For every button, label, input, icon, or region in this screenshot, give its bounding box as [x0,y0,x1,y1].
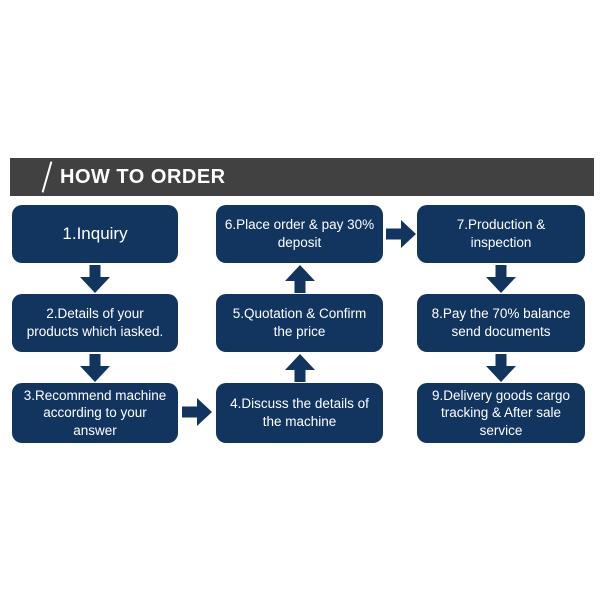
step-label: 4.Discuss the details of the machine [230,396,369,429]
step-box-details: 2.Details of your products which iasked. [12,294,178,352]
step-box-recommend: 3.Recommend machine according to your an… [12,383,178,443]
step-box-quotation: 5.Quotation & Confirm the price [216,294,383,352]
step-label: 8.Pay the 70% balance send documents [431,306,571,339]
step-label: 2.Details of your products which iasked. [26,306,164,339]
step-label: 6.Place order & pay 30% deposit [224,217,375,250]
step-box-production: 7.Production & inspection [417,205,585,263]
step-label: 5.Quotation & Confirm the price [232,306,367,339]
up-arrow-icon [285,265,315,293]
right-arrow-icon [182,398,212,426]
step-box-pay-balance: 8.Pay the 70% balance send documents [417,294,585,352]
step-label: 3.Recommend machine according to your an… [23,387,167,438]
up-arrow-icon [285,354,315,382]
step-label: 7.Production & inspection [456,217,546,250]
slash-decoration [41,161,53,193]
down-arrow-icon [80,265,110,293]
page-title: HOW TO ORDER [60,165,226,188]
section-header: HOW TO ORDER [10,158,594,196]
step-box-inquiry: 1.Inquiry [12,205,178,263]
down-arrow-icon [486,265,516,293]
step-label: 9.Delivery goods cargo tracking & After … [431,387,571,438]
right-arrow-icon [386,220,416,248]
step-box-place-order: 6.Place order & pay 30% deposit [216,205,383,263]
step-label: 1.Inquiry [62,223,128,243]
step-box-delivery: 9.Delivery goods cargo tracking & After … [417,383,585,443]
down-arrow-icon [80,354,110,382]
step-box-discuss: 4.Discuss the details of the machine [216,383,383,443]
down-arrow-icon [486,354,516,382]
